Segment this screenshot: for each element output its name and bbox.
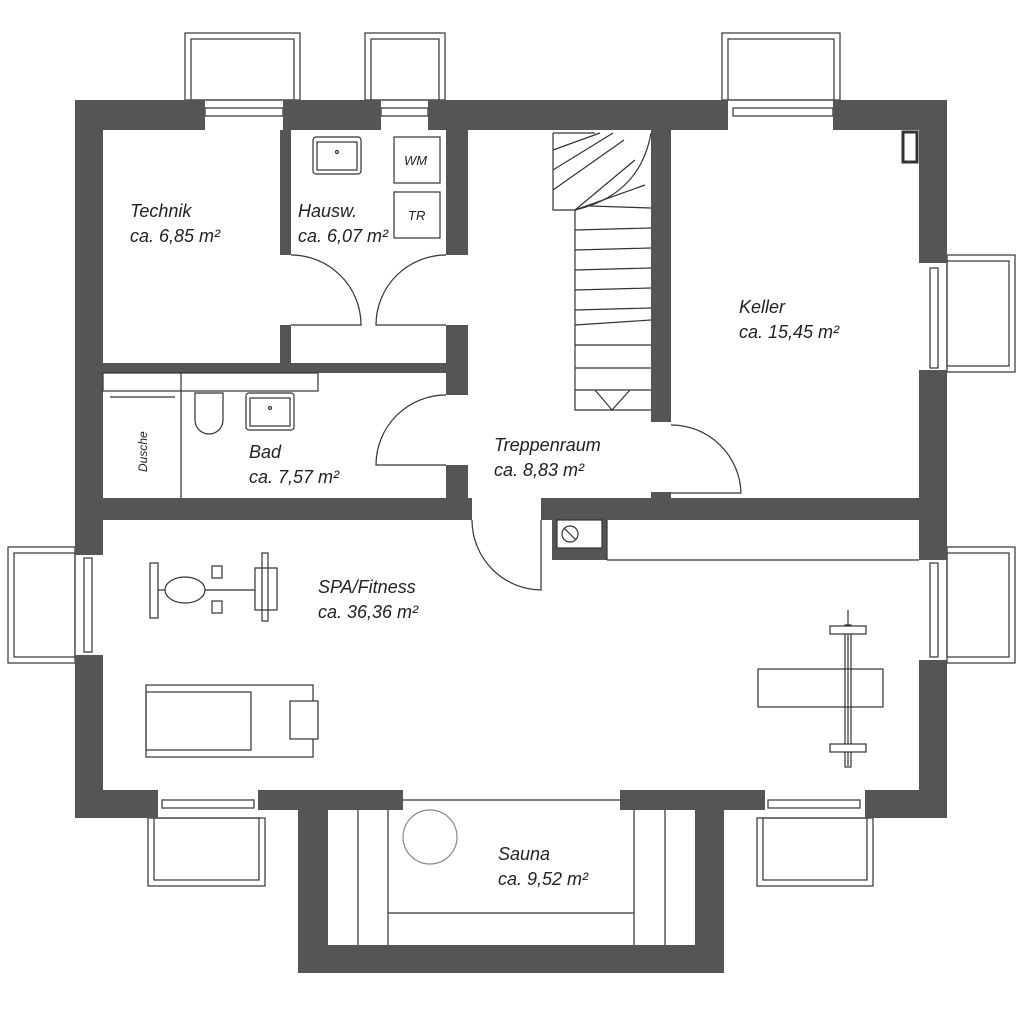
sauna-stove bbox=[402, 809, 458, 865]
windows bbox=[7, 32, 1016, 887]
room-area-hausw: ca. 6,07 m² bbox=[298, 226, 389, 246]
room-area-technik: ca. 6,85 m² bbox=[130, 226, 221, 246]
room-name-sauna: Sauna bbox=[498, 844, 550, 864]
staircase bbox=[552, 132, 652, 411]
room-name-hausw: Hausw. bbox=[298, 201, 357, 221]
room-area-sauna: ca. 9,52 m² bbox=[498, 869, 589, 889]
room-name-bad: Bad bbox=[249, 442, 282, 462]
room-name-treppenraum: Treppenraum bbox=[494, 435, 601, 455]
room-area-spa-fitness: ca. 36,36 m² bbox=[318, 602, 419, 622]
room-labels: Technik ca. 6,85 m² Hausw. ca. 6,07 m² K… bbox=[130, 153, 840, 889]
room-name-keller: Keller bbox=[739, 297, 786, 317]
interior-details bbox=[102, 130, 919, 945]
washer-label: WM bbox=[404, 153, 427, 168]
dryer-label: TR bbox=[408, 208, 425, 223]
treadmill bbox=[145, 684, 319, 758]
exercise-bike bbox=[149, 552, 278, 622]
room-area-bad: ca. 7,57 m² bbox=[249, 467, 340, 487]
weight-bench bbox=[757, 610, 884, 768]
shower-label: Dusche bbox=[136, 431, 150, 472]
room-area-keller: ca. 15,45 m² bbox=[739, 322, 840, 342]
walls bbox=[75, 100, 947, 973]
room-name-technik: Technik bbox=[130, 201, 192, 221]
room-area-treppenraum: ca. 8,83 m² bbox=[494, 460, 585, 480]
room-name-spa-fitness: SPA/Fitness bbox=[318, 577, 416, 597]
